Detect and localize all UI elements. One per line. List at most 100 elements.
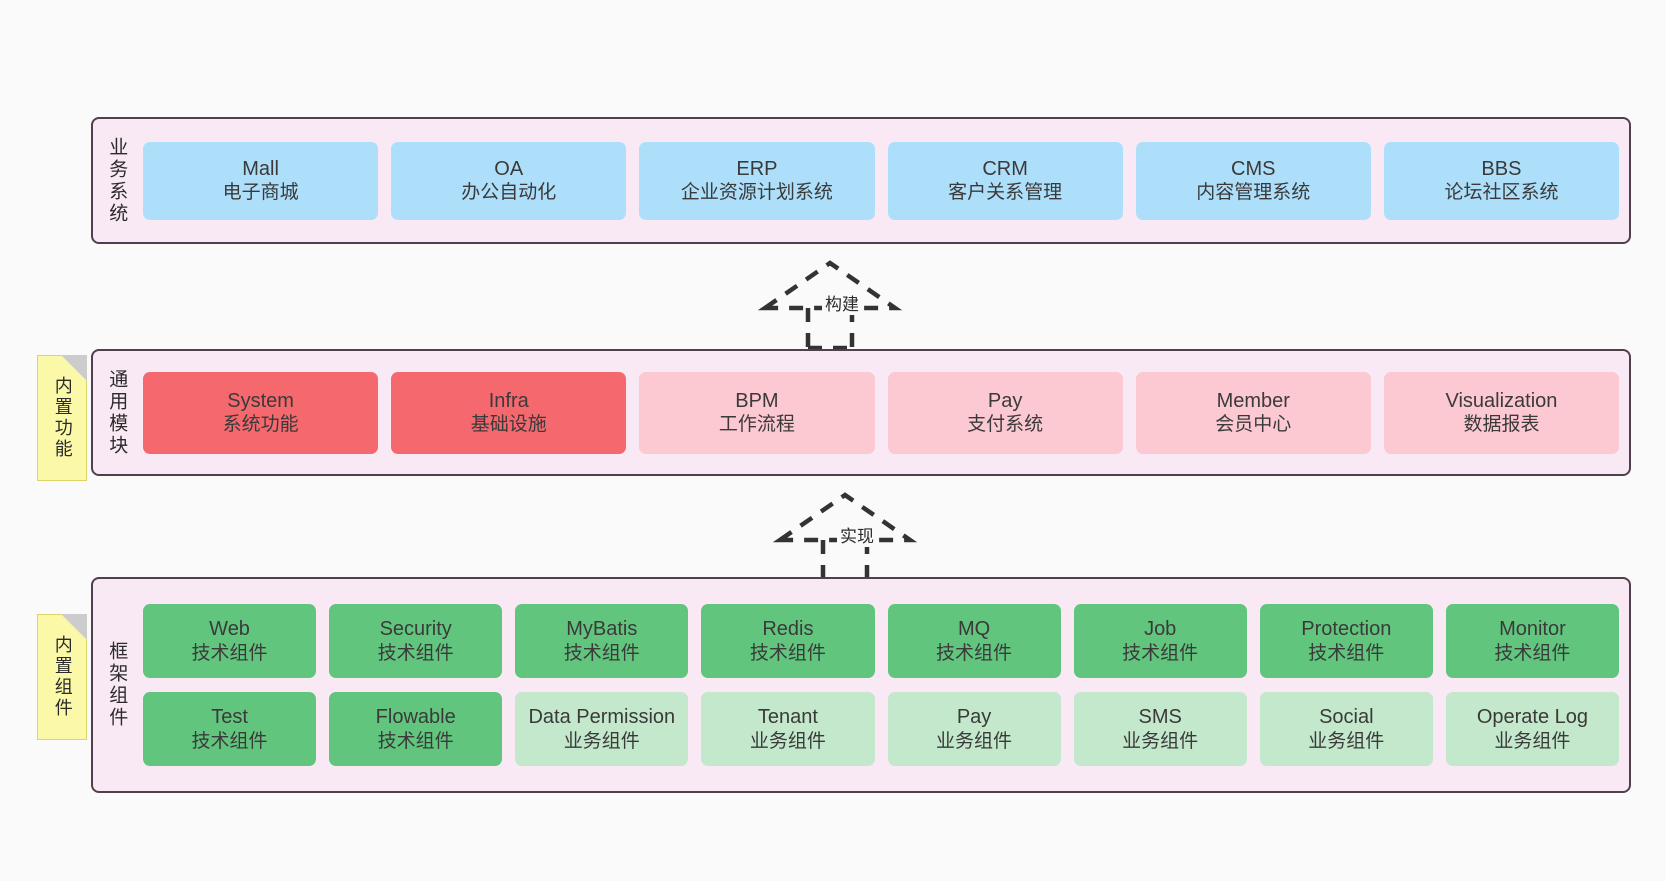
node-subtitle: 基础设施 <box>470 414 547 436</box>
node-title: Flowable <box>375 706 456 729</box>
node-social[interactable]: Social 业务组件 <box>1259 692 1433 766</box>
node-subtitle: 业务组件 <box>563 730 640 752</box>
node-title: MQ <box>957 618 991 641</box>
node-row: Mall 电子商城 OA 办公自动化 ERP 企业资源计划系统 CRM 客户关系… <box>143 141 1620 220</box>
node-title: Test <box>211 706 248 729</box>
node-bpm[interactable]: BPM 工作流程 <box>639 371 875 454</box>
node-title: Infra <box>488 389 529 412</box>
node-subtitle: 办公自动化 <box>461 182 557 204</box>
node-subtitle: 系统功能 <box>222 414 299 436</box>
node-security[interactable]: Security 技术组件 <box>329 604 503 678</box>
node-mq[interactable]: MQ 技术组件 <box>887 604 1061 678</box>
node-row: Test 技术组件 Flowable 技术组件 Data Permission … <box>143 692 1619 766</box>
connector-label-build: 构建 <box>822 290 862 315</box>
layer-title-business-system: 业务系统 <box>106 136 128 225</box>
note-builtin-component: 内置组件 <box>37 614 87 740</box>
node-title: ERP <box>736 157 778 180</box>
node-row: Web 技术组件 Security 技术组件 MyBatis 技术组件 Redi… <box>143 604 1619 678</box>
node-subtitle: 支付系统 <box>967 414 1044 436</box>
node-title: Security <box>379 618 452 641</box>
node-pay[interactable]: Pay 支付系统 <box>887 371 1123 454</box>
node-title: SMS <box>1138 706 1182 729</box>
node-title: Monitor <box>1499 618 1566 641</box>
node-sms[interactable]: SMS 业务组件 <box>1073 692 1247 766</box>
node-oa[interactable]: OA 办公自动化 <box>391 141 627 220</box>
node-subtitle: 论坛社区系统 <box>1444 182 1559 204</box>
node-system[interactable]: System 系统功能 <box>143 371 379 454</box>
layer-title-framework-component: 框架组件 <box>106 641 128 729</box>
node-title: Visualization <box>1445 389 1558 412</box>
node-visualization[interactable]: Visualization 数据报表 <box>1383 371 1620 454</box>
node-title: Web <box>209 618 250 641</box>
layer-body-business-system: Mall 电子商城 OA 办公自动化 ERP 企业资源计划系统 CRM 客户关系… <box>139 119 1629 242</box>
node-flowable[interactable]: Flowable 技术组件 <box>329 692 503 766</box>
node-title: Tenant <box>757 706 818 729</box>
node-subtitle: 电子商城 <box>222 182 299 204</box>
node-subtitle: 会员中心 <box>1215 414 1292 436</box>
node-subtitle: 技术组件 <box>1308 642 1385 664</box>
node-subtitle: 企业资源计划系统 <box>680 182 833 204</box>
node-subtitle: 业务组件 <box>1122 730 1199 752</box>
connector-build: 构建 <box>757 258 903 351</box>
node-title: Redis <box>762 618 814 641</box>
node-subtitle: 业务组件 <box>1494 730 1571 752</box>
node-bbs[interactable]: BBS 论坛社区系统 <box>1383 141 1620 220</box>
node-subtitle: 技术组件 <box>936 642 1013 664</box>
node-subtitle: 业务组件 <box>749 730 826 752</box>
node-subtitle: 工作流程 <box>718 414 795 436</box>
node-subtitle: 业务组件 <box>1308 730 1385 752</box>
node-title: Protection <box>1301 618 1392 641</box>
layer-common-module[interactable]: 通用模块 System 系统功能 Infra 基础设施 BPM 工作流程 Pay… <box>91 349 1631 476</box>
node-title: Job <box>1144 618 1177 641</box>
node-monitor[interactable]: Monitor 技术组件 <box>1445 604 1619 678</box>
node-title: System <box>227 389 294 412</box>
node-subtitle: 技术组件 <box>377 642 454 664</box>
node-redis[interactable]: Redis 技术组件 <box>701 604 875 678</box>
node-protection[interactable]: Protection 技术组件 <box>1259 604 1433 678</box>
node-tenant[interactable]: Tenant 业务组件 <box>701 692 875 766</box>
node-crm[interactable]: CRM 客户关系管理 <box>887 141 1123 220</box>
node-title: Pay <box>987 389 1023 412</box>
node-subtitle: 技术组件 <box>563 642 640 664</box>
layer-business-system[interactable]: 业务系统 Mall 电子商城 OA 办公自动化 ERP 企业资源计划系统 CRM… <box>91 117 1631 244</box>
node-pay-business[interactable]: Pay 业务组件 <box>887 692 1061 766</box>
node-title: Data Permission <box>528 706 676 729</box>
node-operate-log[interactable]: Operate Log 业务组件 <box>1445 692 1619 766</box>
node-title: BBS <box>1481 157 1522 180</box>
node-subtitle: 客户关系管理 <box>948 182 1063 204</box>
node-cms[interactable]: CMS 内容管理系统 <box>1135 141 1371 220</box>
node-data-permission[interactable]: Data Permission 业务组件 <box>515 692 689 766</box>
node-subtitle: 技术组件 <box>749 642 826 664</box>
note-builtin-function: 内置功能 <box>37 355 87 481</box>
node-subtitle: 技术组件 <box>377 730 454 752</box>
node-member[interactable]: Member 会员中心 <box>1135 371 1371 454</box>
connector-label-implement: 实现 <box>837 522 877 547</box>
node-title: MyBatis <box>566 618 638 641</box>
layer-body-common-module: System 系统功能 Infra 基础设施 BPM 工作流程 Pay 支付系统… <box>139 351 1629 474</box>
node-web[interactable]: Web 技术组件 <box>143 604 317 678</box>
node-erp[interactable]: ERP 企业资源计划系统 <box>639 141 875 220</box>
node-title: CRM <box>982 157 1028 180</box>
node-subtitle: 技术组件 <box>191 730 268 752</box>
node-title: Operate Log <box>1476 706 1589 729</box>
node-title: OA <box>494 157 524 180</box>
node-mybatis[interactable]: MyBatis 技术组件 <box>515 604 689 678</box>
layer-title-common-module: 通用模块 <box>106 368 128 457</box>
node-title: Pay <box>956 706 992 729</box>
layer-framework-component[interactable]: 框架组件 Web 技术组件 Security 技术组件 MyBatis 技术组件… <box>91 577 1631 793</box>
node-subtitle: 技术组件 <box>1122 642 1199 664</box>
node-subtitle: 技术组件 <box>1494 642 1571 664</box>
generalization-arrow-icon <box>757 260 903 351</box>
node-title: Member <box>1216 389 1290 412</box>
node-title: Mall <box>242 157 279 180</box>
node-test[interactable]: Test 技术组件 <box>143 692 317 766</box>
node-job[interactable]: Job 技术组件 <box>1073 604 1247 678</box>
node-subtitle: 技术组件 <box>191 642 268 664</box>
node-row: System 系统功能 Infra 基础设施 BPM 工作流程 Pay 支付系统… <box>143 371 1620 454</box>
node-title: Social <box>1319 706 1374 729</box>
node-mall[interactable]: Mall 电子商城 <box>143 141 379 220</box>
connector-implement: 实现 <box>772 490 918 583</box>
node-title: BPM <box>735 389 779 412</box>
node-infra[interactable]: Infra 基础设施 <box>391 371 627 454</box>
